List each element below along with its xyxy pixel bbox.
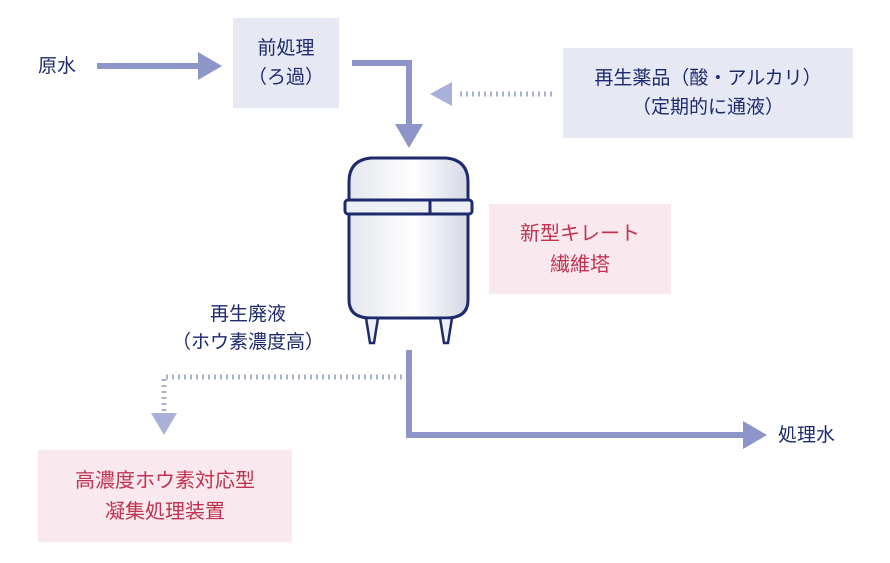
waste-line1: 再生廃液 (209, 303, 286, 325)
waste-label: 再生廃液 （ホウ素濃度高） (148, 300, 348, 356)
regen-chem-line1: 再生薬品（酸・アルカリ） (594, 67, 822, 89)
coag-line1: 高濃度ホウ素対応型 (75, 468, 255, 492)
treated-water-label: 処理水 (778, 424, 836, 446)
chelate-fiber-tower-box: 新型キレート 繊維塔 (489, 204, 671, 294)
regen-chem-box: 再生薬品（酸・アルカリ） （定期的に通液） (563, 48, 853, 138)
dotted-arrow-regen-chem (430, 82, 552, 106)
coagulation-unit-box: 高濃度ホウ素対応型 凝集処理装置 (38, 450, 292, 542)
regen-chem-line2: （定期的に通液） (631, 96, 784, 118)
coag-line2: 凝集処理装置 (105, 499, 225, 523)
arrow-pretreatment-to-tower (352, 60, 423, 148)
dotted-arrow-waste (151, 374, 402, 435)
column-line2: 繊維塔 (550, 252, 610, 276)
arrow-raw-to-pretreatment (97, 52, 222, 80)
pretreatment-line2: （ろ過） (247, 66, 324, 88)
arrow-tower-to-treated (406, 350, 767, 449)
ion-exchange-tower-icon (343, 156, 474, 345)
waste-line2: （ホウ素濃度高） (171, 331, 324, 353)
pretreatment-box: 前処理 （ろ過） (233, 18, 339, 108)
raw-water-label: 原水 (38, 55, 77, 77)
pretreatment-line1: 前処理 (257, 37, 315, 59)
column-line1: 新型キレート (520, 221, 640, 245)
